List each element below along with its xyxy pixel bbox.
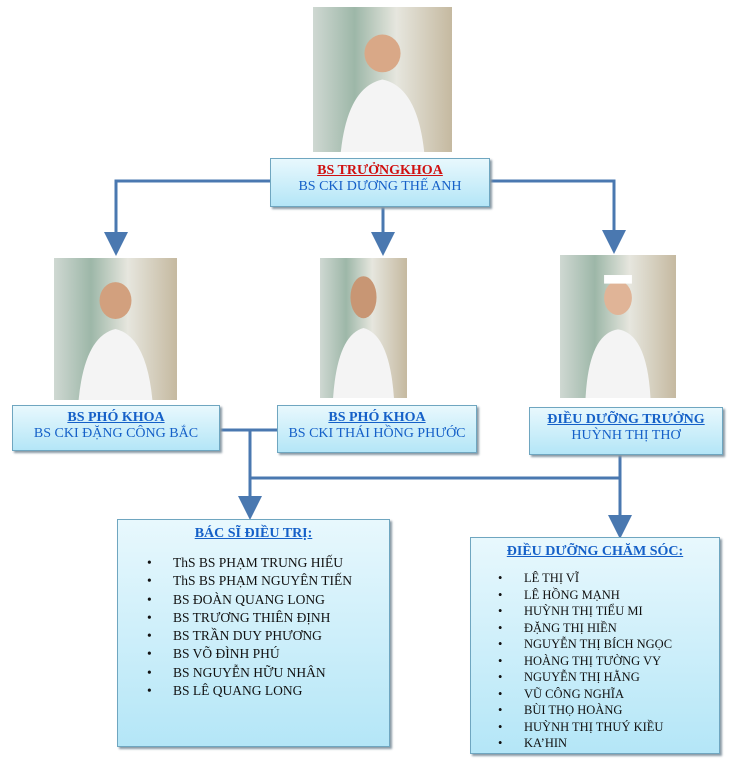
list-item: BS TRẦN DUY PHƯƠNG	[147, 627, 389, 646]
head-role: BS TRƯỞNGKHOA	[317, 163, 443, 178]
list-item: KA’HIN	[498, 735, 719, 752]
list-item: BS VÕ ĐÌNH PHÚ	[147, 645, 389, 664]
list-item: VŨ CÔNG NGHĨA	[498, 686, 719, 703]
nurses-box: ĐIỀU DƯỠNG CHĂM SÓC: LÊ THỊ VĨLÊ HỒNG MẠ…	[470, 537, 720, 754]
list-item: NGUYỄN THỊ HẰNG	[498, 669, 719, 686]
head-name: BS CKI DƯƠNG THẾ ANH	[298, 179, 462, 194]
nurses-title: ĐIỀU DƯỠNG CHĂM SÓC:	[506, 544, 684, 559]
list-item: BS LÊ QUANG LONG	[147, 682, 389, 701]
list-item: BS ĐOÀN QUANG LONG	[147, 591, 389, 610]
deputy-1-photo	[54, 258, 177, 400]
head-nurse-photo	[560, 255, 676, 398]
deputy-role: BS PHÓ KHOA	[328, 410, 426, 425]
nurses-list: LÊ THỊ VĨLÊ HỒNG MẠNHHUỲNH THỊ TIỂU MIĐẶ…	[498, 570, 719, 752]
deputy-name: BS CKI ĐẶNG CÔNG BẮC	[33, 426, 199, 441]
list-item: NGUYỄN THỊ BÍCH NGỌC	[498, 636, 719, 653]
list-item: ThS BS PHẠM TRUNG HIẾU	[147, 554, 389, 573]
list-item: HOÀNG THỊ TƯỜNG VY	[498, 653, 719, 670]
list-item: BS NGUYỄN HỮU NHÂN	[147, 664, 389, 683]
list-item: ĐẶNG THỊ HIỀN	[498, 620, 719, 637]
list-item: HUỲNH THỊ TIỂU MI	[498, 603, 719, 620]
head-box: BS TRƯỞNGKHOA BS CKI DƯƠNG THẾ ANH	[270, 158, 490, 207]
deputy-name: HUỲNH THỊ THƠ	[571, 428, 681, 443]
list-item: LÊ HỒNG MẠNH	[498, 587, 719, 604]
deputy-2-photo	[320, 258, 407, 398]
list-item: BÙI THỌ HOÀNG	[498, 702, 719, 719]
deputy-role: BS PHÓ KHOA	[67, 410, 165, 425]
deputy-box-1: BS PHÓ KHOA BS CKI ĐẶNG CÔNG BẮC	[12, 405, 220, 451]
list-item: BS TRƯƠNG THIÊN ĐỊNH	[147, 609, 389, 628]
deputy-box-2: BS PHÓ KHOA BS CKI THÁI HỒNG PHƯỚC	[277, 405, 477, 453]
list-item: HUỲNH THỊ THUÝ KIỀU	[498, 719, 719, 736]
head-nurse-box: ĐIỀU DƯỠNG TRƯỞNG HUỲNH THỊ THƠ	[529, 407, 723, 455]
deputy-name: BS CKI THÁI HỒNG PHƯỚC	[288, 426, 466, 441]
deputy-role: ĐIỀU DƯỠNG TRƯỞNG	[547, 412, 705, 427]
head-photo	[313, 7, 452, 152]
doctors-box: BÁC SĨ ĐIỀU TRỊ: ThS BS PHẠM TRUNG HIẾUT…	[117, 519, 390, 747]
list-item: ThS BS PHẠM NGUYÊN TIẾN	[147, 572, 389, 591]
doctors-title: BÁC SĨ ĐIỀU TRỊ:	[194, 526, 313, 541]
list-item: LÊ THỊ VĨ	[498, 570, 719, 587]
doctors-list: ThS BS PHẠM TRUNG HIẾUThS BS PHẠM NGUYÊN…	[147, 554, 389, 701]
